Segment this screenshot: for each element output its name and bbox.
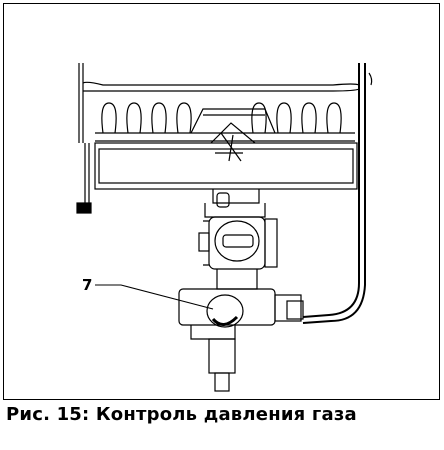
figure-frame bbox=[3, 3, 440, 400]
callout-number-7: 7 bbox=[82, 276, 93, 294]
figure-caption: Рис. 15: Контроль давления газа bbox=[6, 404, 357, 425]
technical-drawing bbox=[76, 63, 373, 392]
